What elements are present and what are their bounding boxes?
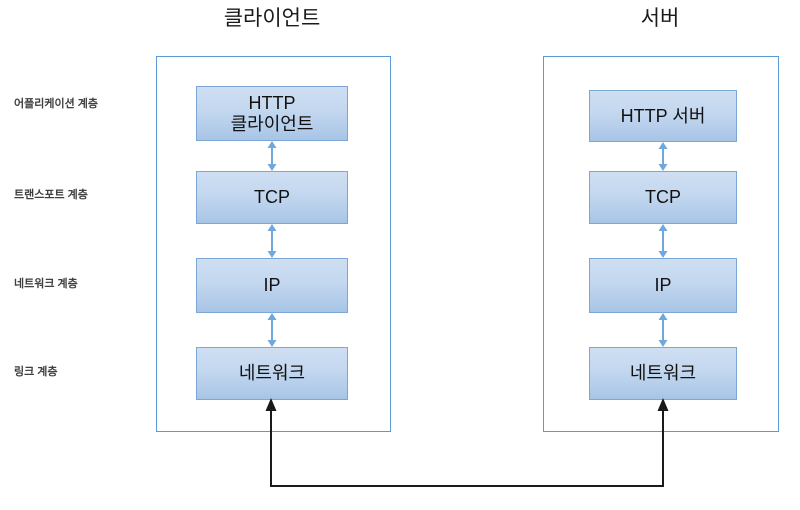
client-layer-http-client: HTTP 클라이언트 <box>196 86 348 141</box>
double-arrow-icon-server-ip-link <box>656 313 670 347</box>
double-arrow-icon-client-ip-link <box>265 313 279 347</box>
server-layer-network: 네트워크 <box>589 347 737 400</box>
column-title-server: 서버 <box>640 7 680 30</box>
client-layer-ip: IP <box>196 258 348 313</box>
double-arrow-icon-server-app-tcp <box>656 142 670 171</box>
double-arrow-icon-client-tcp-ip <box>265 224 279 258</box>
server-layer-tcp: TCP <box>589 171 737 224</box>
double-arrow-icon-server-tcp-ip <box>656 224 670 258</box>
client-layer-tcp: TCP <box>196 171 348 224</box>
client-layer-network: 네트워크 <box>196 347 348 400</box>
column-title-client: 클라이언트 <box>223 7 321 30</box>
layer-label-application: 어플리케이션 계층 <box>14 98 99 110</box>
double-arrow-icon-client-app-tcp <box>265 141 279 171</box>
layer-label-network: 네트워크 계층 <box>14 278 78 290</box>
server-layer-http-server: HTTP 서버 <box>589 90 737 142</box>
server-layer-ip: IP <box>589 258 737 313</box>
layer-label-transport: 트랜스포트 계층 <box>14 189 88 201</box>
layer-label-link: 링크 계층 <box>14 366 58 378</box>
